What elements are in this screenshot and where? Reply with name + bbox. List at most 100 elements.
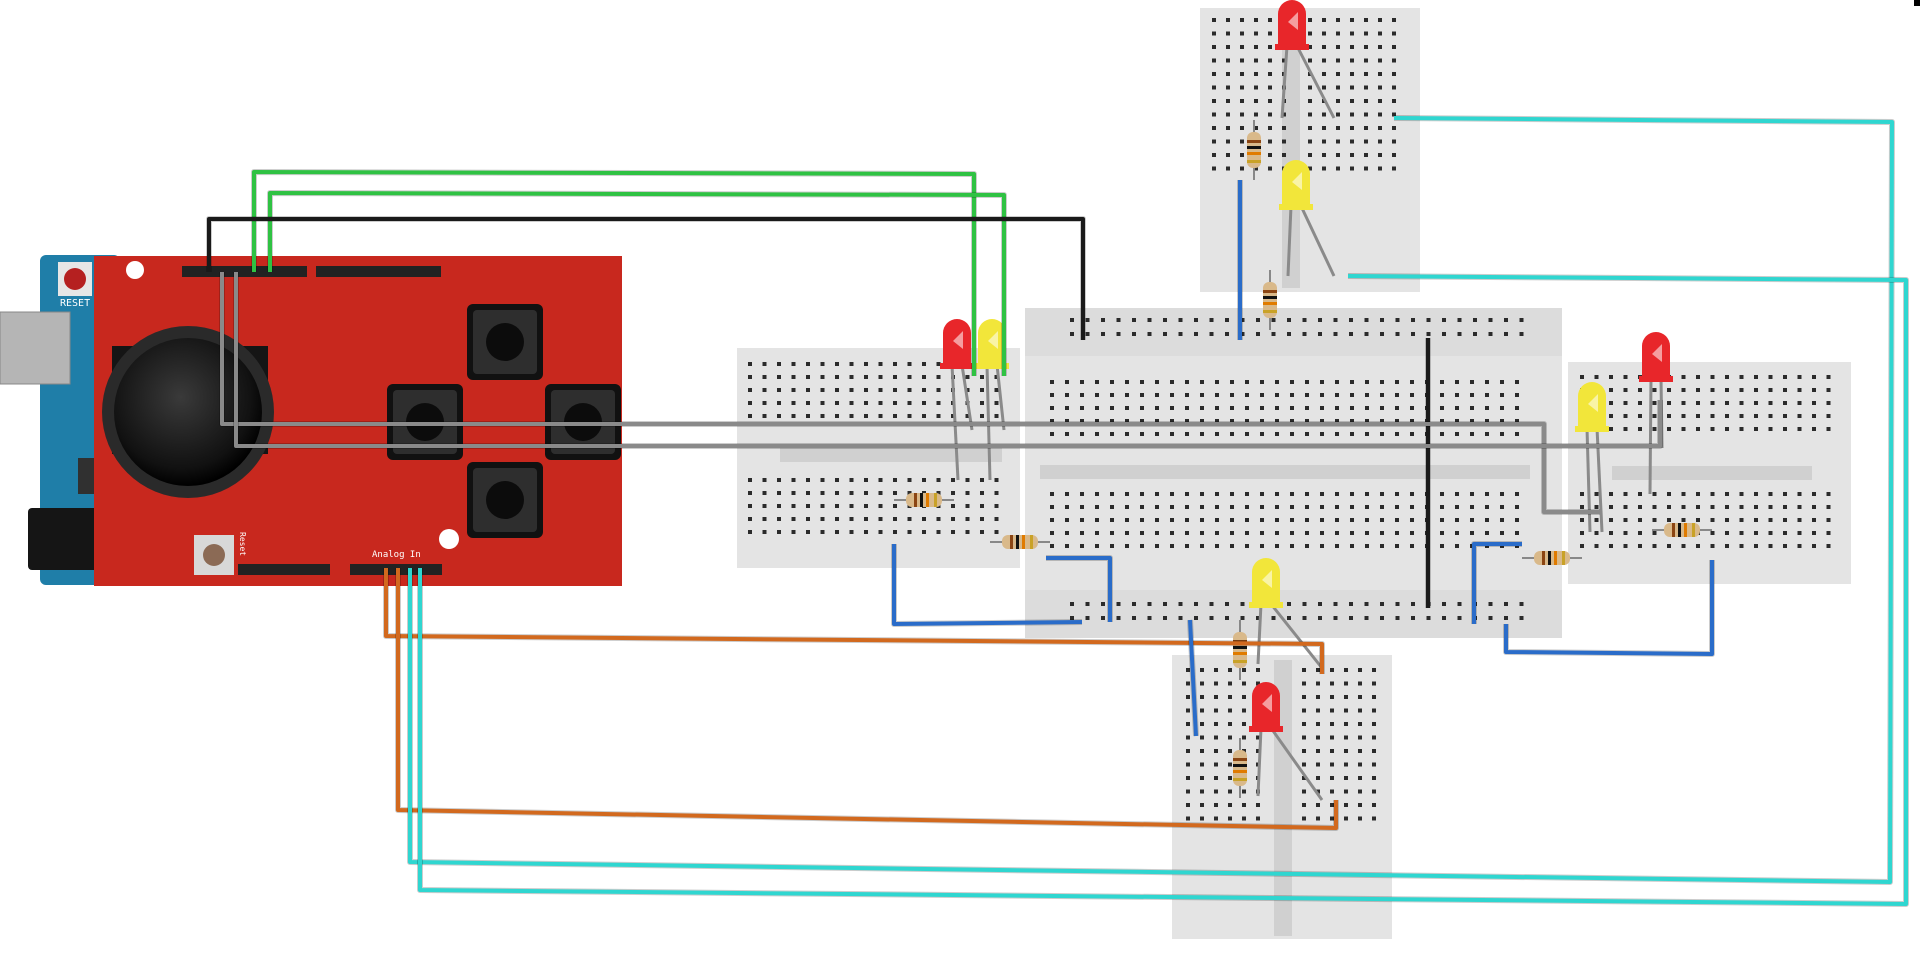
breadboard-hole — [1110, 380, 1114, 384]
breadboard-hole — [1242, 708, 1246, 713]
breadboard-hole — [1652, 531, 1657, 535]
breadboard-hole — [1440, 492, 1444, 496]
breadboard-hole — [1681, 505, 1686, 509]
breadboard-hole — [1245, 419, 1249, 423]
breadboard-hole — [1380, 492, 1384, 496]
breadboard-hole — [1380, 419, 1384, 423]
breadboard-hole — [1320, 432, 1324, 436]
breadboard-hole — [1330, 695, 1334, 699]
breadboard-hole — [1322, 112, 1326, 117]
breadboard-hole — [1318, 332, 1322, 336]
breadboard-hole — [1488, 318, 1493, 322]
breadboard-hole — [1812, 505, 1816, 509]
breadboard-hole — [1225, 602, 1229, 606]
shield-reset-button[interactable] — [203, 544, 225, 566]
breadboard-hole — [1275, 393, 1279, 397]
breadboard-hole — [1256, 681, 1260, 686]
breadboard-hole — [1364, 332, 1369, 336]
breadboard-hole — [1095, 492, 1099, 496]
breadboard-hole — [1739, 414, 1744, 418]
breadboard-hole — [1290, 393, 1294, 397]
breadboard-hole — [1065, 419, 1069, 423]
breadboard-hole — [1364, 58, 1368, 63]
breadboard-hole — [1667, 414, 1671, 418]
breadboard-hole — [1155, 432, 1159, 436]
breadboard-hole — [1116, 602, 1121, 606]
breadboard-hole — [1226, 99, 1230, 103]
breadboard-hole — [820, 530, 825, 534]
breadboard-hole — [1623, 531, 1628, 535]
button-d4[interactable] — [467, 304, 543, 380]
button-d5[interactable] — [467, 462, 543, 538]
led-rim — [1575, 426, 1609, 432]
breadboard-hole — [1797, 531, 1802, 535]
breadboard-hole — [1470, 419, 1474, 423]
breadboard-hole — [965, 491, 970, 495]
breadboard-hole — [1212, 18, 1216, 22]
breadboard-hole — [1185, 531, 1189, 535]
breadboard-hole — [1410, 380, 1414, 384]
breadboard-hole — [1580, 531, 1584, 535]
breadboard-hole — [1212, 45, 1216, 49]
breadboard-hole — [1344, 722, 1348, 726]
breadboard-hole — [1336, 112, 1340, 117]
breadboard-hole — [1214, 735, 1218, 740]
breadboard-hole — [1410, 406, 1414, 410]
breadboard-hole — [1290, 419, 1294, 423]
breadboard-hole — [1725, 427, 1729, 431]
breadboard-hole — [1725, 505, 1729, 509]
breadboard-hole — [1230, 505, 1234, 509]
breadboard-hole — [1364, 85, 1368, 90]
joystick-thumbstick[interactable] — [114, 338, 262, 486]
breadboard-hole — [1050, 380, 1054, 384]
breadboard-hole — [1322, 139, 1326, 144]
breadboard-hole — [1318, 616, 1322, 620]
breadboard-hole — [965, 414, 970, 418]
breadboard-main — [1025, 308, 1562, 638]
breadboard-hole — [806, 362, 810, 366]
breadboard-hole — [1290, 492, 1294, 496]
breadboard-hole — [1350, 72, 1354, 76]
breadboard-hole — [1186, 816, 1190, 821]
breadboard-hole — [1768, 505, 1773, 509]
breadboard-hole — [1282, 153, 1286, 157]
resistor — [894, 493, 954, 507]
breadboard-hole — [1163, 332, 1167, 336]
wire-orange — [396, 568, 1338, 830]
breadboard-hole — [1470, 505, 1474, 509]
breadboard-hole — [1260, 505, 1264, 509]
breadboard-hole — [1260, 380, 1264, 384]
breadboard-hole — [1380, 544, 1384, 548]
breadboard-hole — [1125, 406, 1129, 410]
breadboard-hole — [1410, 419, 1414, 423]
breadboard-hole — [1155, 518, 1159, 522]
breadboard-hole — [1275, 518, 1279, 522]
reset-button[interactable] — [64, 268, 86, 290]
breadboard-hole — [1256, 803, 1260, 807]
breadboard-hole — [1302, 332, 1307, 336]
breadboard-hole — [936, 362, 941, 366]
breadboard-hole — [1095, 406, 1099, 410]
breadboard-hole — [1392, 58, 1396, 63]
breadboard-hole — [777, 401, 781, 405]
breadboard-hole — [1725, 544, 1729, 548]
breadboard-hole — [878, 491, 883, 495]
breadboard-hole — [835, 517, 839, 521]
breadboard-hole — [1455, 544, 1459, 548]
breadboard-hole — [878, 504, 883, 508]
resistor-band — [1016, 535, 1019, 549]
resistor — [1522, 551, 1582, 565]
breadboard-hole — [907, 491, 912, 495]
breadboard-hole — [1322, 18, 1326, 22]
wires — [206, 115, 1909, 907]
breadboard-hole — [1200, 492, 1204, 496]
breadboard-hole — [1185, 406, 1189, 410]
breadboard-hole — [1290, 432, 1294, 436]
breadboard-hole — [791, 414, 796, 418]
components — [894, 0, 1712, 801]
breadboard-hole — [1725, 375, 1729, 379]
breadboard-hole — [1316, 668, 1320, 672]
breadboard-hole — [1322, 166, 1326, 171]
breadboard-hole — [1095, 531, 1099, 535]
breadboard-hole — [1812, 427, 1816, 431]
